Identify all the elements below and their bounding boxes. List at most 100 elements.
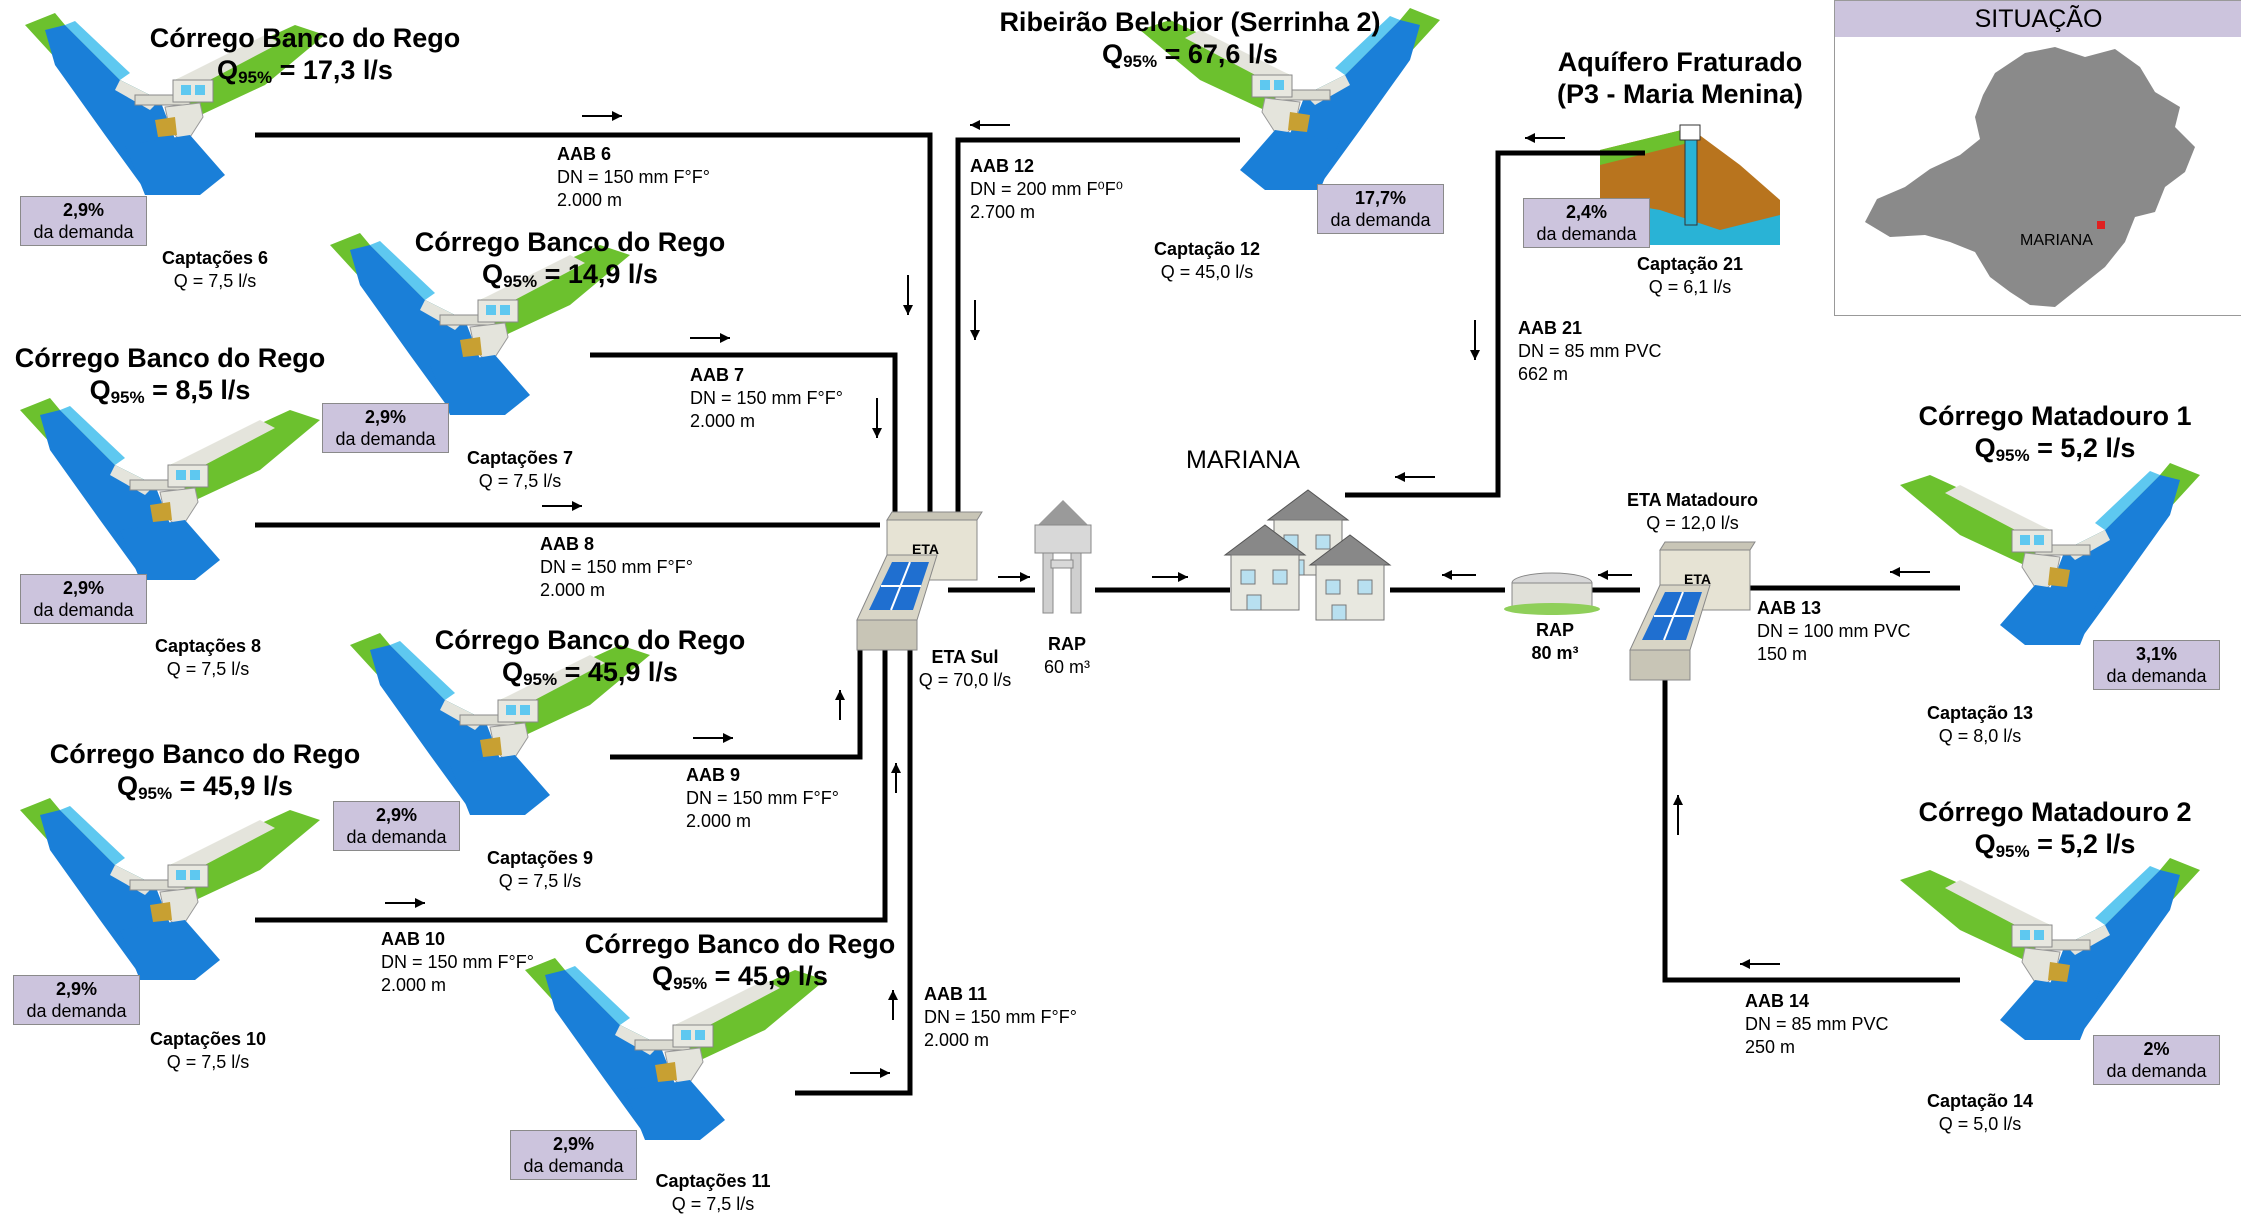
pipe-aab9 [610, 640, 863, 760]
demand-box-21: 2,4%da demanda [1523, 198, 1650, 248]
flow-arrow-icon [891, 763, 901, 793]
flow-arrow-icon [998, 572, 1030, 582]
flow-arrow-icon [1442, 570, 1476, 580]
demand-box-6: 2,9%da demanda [20, 196, 147, 246]
flow-arrow-icon [1395, 472, 1435, 482]
source-flow-3: Q95% = 8,5 l/s [89, 375, 251, 407]
demand-box-8: 2,9%da demanda [20, 574, 147, 624]
flow-arrow-icon [970, 120, 1010, 130]
mariana-marker [2097, 221, 2105, 229]
house-icon [1308, 534, 1392, 621]
flow-arrow-icon [690, 333, 730, 343]
source-title-6: Córrego Banco do Rego [584, 929, 896, 959]
flow-arrow-icon [835, 690, 845, 720]
source-title-7: Ribeirão Belchior (Serrinha 2) [999, 7, 1381, 37]
flow-arrow-icon [1525, 133, 1565, 143]
source-flow-10: Q95% = 5,2 l/s [1974, 829, 2136, 861]
flow-arrow-icon [1152, 572, 1188, 582]
source-flow-1: Q95% = 17,3 l/s [217, 55, 393, 87]
state-shape [1865, 47, 2195, 307]
flow-arrow-icon [1740, 959, 1780, 969]
house-icon [1223, 524, 1307, 611]
catchment-13 [1899, 462, 2201, 646]
pipe-aab14 [1662, 675, 1960, 983]
demand-box-13: 3,1%da demanda [2093, 640, 2220, 690]
source-flow-4: Q95% = 45,9 l/s [502, 657, 678, 689]
flow-arrow-icon [970, 300, 980, 340]
source-flow-9: Q95% = 5,2 l/s [1974, 433, 2136, 465]
catchment-8 [19, 397, 321, 581]
demand-box-14: 2%da demanda [2093, 1035, 2220, 1085]
pipe-aab21 [1345, 150, 1645, 498]
rap-sul-icon [1034, 500, 1092, 614]
flow-arrow-icon [693, 733, 733, 743]
source-title-8b: (P3 - Maria Menina) [1556, 79, 1804, 109]
catchment-14 [1899, 857, 2201, 1041]
source-title-9: Córrego Matadouro 1 [1918, 401, 2192, 431]
source-title-10: Córrego Matadouro 2 [1918, 797, 2192, 827]
flow-arrow-icon [888, 990, 898, 1020]
eta-matadouro-badge: ETA [1684, 571, 1711, 587]
flow-arrow-icon [542, 501, 582, 511]
source-title-1: Córrego Banco do Rego [149, 23, 461, 53]
city-label: MARIANA [1186, 446, 1300, 474]
catchment-10 [19, 797, 321, 981]
rap-matadouro-icon [1504, 572, 1600, 615]
map-city-label: MARIANA [2020, 232, 2093, 249]
flow-arrow-icon [582, 111, 622, 121]
location-inset: SITUAÇÃO MARIANA [1834, 0, 2241, 316]
source-flow-7: Q95% = 67,6 l/s [1102, 39, 1278, 71]
eta-matadouro-icon [1629, 541, 1756, 681]
eta-sul-badge: ETA [912, 541, 939, 557]
pipe-aab12 [955, 137, 1240, 520]
location-inset-title: SITUAÇÃO [1835, 1, 2241, 37]
pipe-aab11 [795, 640, 913, 1096]
source-flow-6: Q95% = 45,9 l/s [652, 961, 828, 993]
flow-arrow-icon [1890, 567, 1930, 577]
source-title-8: Aquífero Fraturado [1557, 47, 1803, 77]
source-title-3: Córrego Banco do Rego [14, 343, 326, 373]
state-map: MARIANA [1865, 47, 2195, 307]
source-flow-5: Q95% = 45,9 l/s [117, 771, 293, 803]
pipe-aab6 [255, 132, 933, 520]
source-title-2: Córrego Banco do Rego [414, 227, 726, 257]
pipe-aab10 [255, 640, 888, 923]
demand-box-10: 2,9%da demanda [13, 975, 140, 1025]
demand-box-7: 2,9%da demanda [322, 403, 449, 453]
eta-sul-icon [856, 511, 983, 651]
flow-arrow-icon [903, 275, 913, 315]
source-title-4: Córrego Banco do Rego [434, 625, 746, 655]
flow-arrow-icon [1673, 795, 1683, 835]
flow-arrow-icon [385, 898, 425, 908]
flow-arrow-icon [1470, 320, 1480, 360]
demand-box-11: 2,9%da demanda [510, 1130, 637, 1180]
flow-arrow-icon [850, 1068, 890, 1078]
source-title-5: Córrego Banco do Rego [49, 739, 361, 769]
pipe-aab7 [590, 352, 898, 520]
flow-arrow-icon [872, 398, 882, 438]
